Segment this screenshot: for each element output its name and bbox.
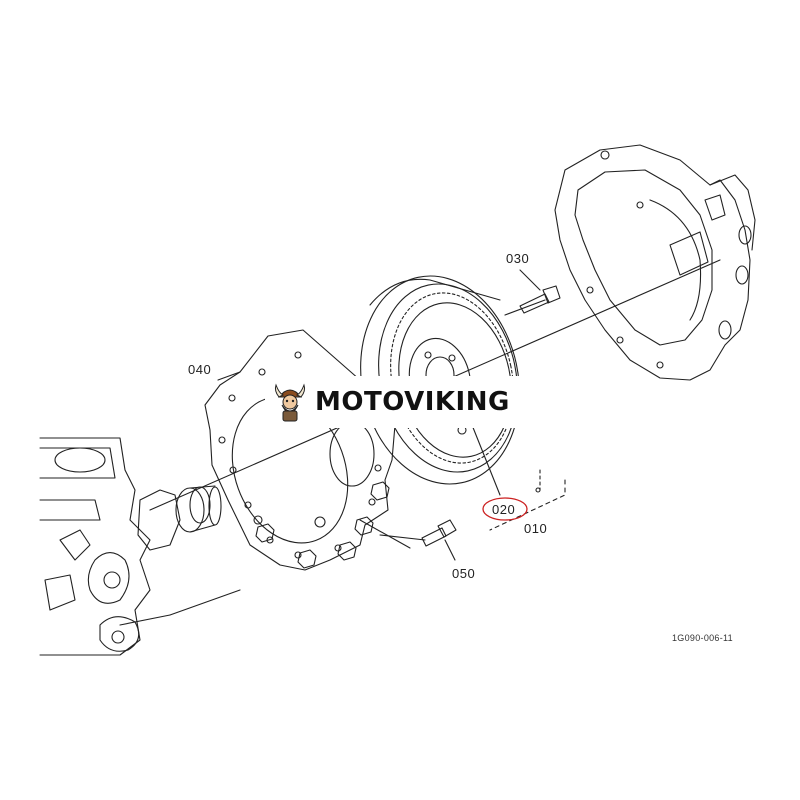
brand-name: MOTOVIKING xyxy=(315,387,510,417)
part-label-040: 040 xyxy=(188,362,212,377)
part-label-020: 020 xyxy=(492,502,516,517)
viking-mascot-icon xyxy=(274,383,306,422)
engine-block xyxy=(39,437,151,656)
part-label-030: 030 xyxy=(506,251,530,266)
back-plate-040 xyxy=(204,329,396,571)
bolt-030 xyxy=(519,269,561,314)
bolt-050 xyxy=(421,519,457,561)
highlight-020 xyxy=(482,497,528,521)
crankshaft xyxy=(137,485,222,551)
part-label-010: 010 xyxy=(524,521,548,536)
part-label-050: 050 xyxy=(452,566,476,581)
drawing-number: 1G090-006-11 xyxy=(672,633,733,643)
flywheel-housing xyxy=(554,144,756,381)
watermark-logo: MOTOVIKING xyxy=(265,376,535,428)
